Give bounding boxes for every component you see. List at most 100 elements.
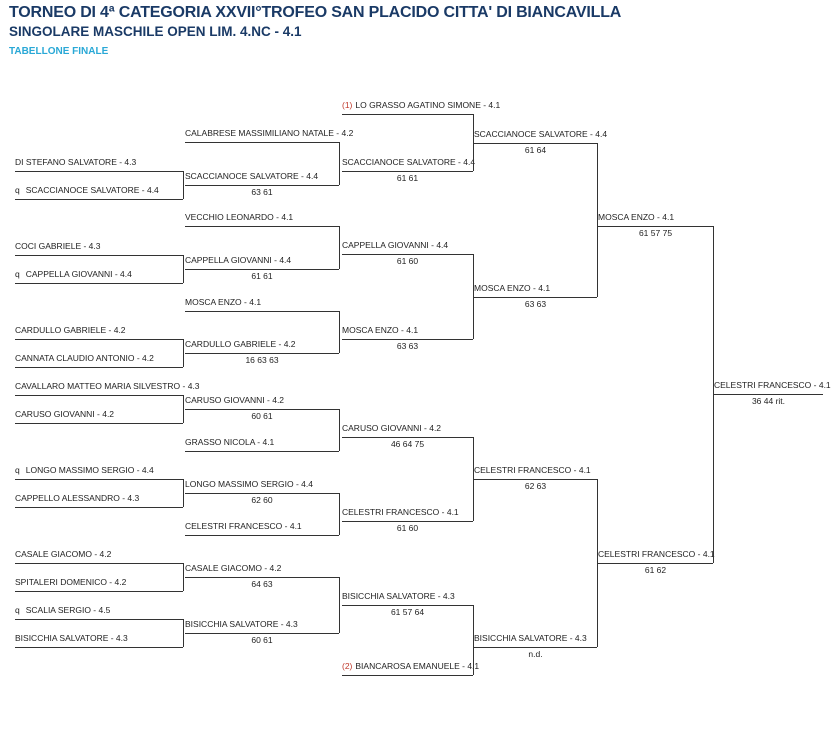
match-score: 61 62 [644,565,667,575]
bracket-connector [339,142,340,185]
bracket-slot: CAPPELLO ALESSANDRO - 4.3 [15,492,183,508]
bracket-slot: LONGO MASSIMO SERGIO - 4.4 [185,478,339,494]
bracket-connector [183,255,184,283]
qualifier-mark: q [15,269,20,279]
qualifier-mark: q [15,185,20,195]
bracket-slot: (2)BIANCAROSA EMANUELE - 4.1 [342,660,479,676]
section-label: TABELLONE FINALE [9,46,109,57]
bracket-connector [339,493,340,535]
player-name: GRASSO NICOLA - 4.1 [185,437,275,447]
seed-number: (2) [342,661,353,671]
player-name: SCACCIANOCE SALVATORE - 4.4 [342,157,476,167]
bracket-slot: SCACCIANOCE SALVATORE - 4.4 [474,128,607,144]
player-name: SCACCIANOCE SALVATORE - 4.4 [25,185,159,195]
bracket-connector [473,437,474,521]
page-title: TORNEO DI 4ª CATEGORIA XXVII°TROFEO SAN … [9,4,622,21]
bracket-slot: CALABRESE MASSIMILIANO NATALE - 4.2 [185,127,353,143]
bracket-slot: SCACCIANOCE SALVATORE - 4.4 [342,156,476,172]
bracket-slot: VECCHIO LEONARDO - 4.1 [185,211,339,227]
player-name: CARUSO GIOVANNI - 4.2 [185,395,285,405]
bracket-slot: CASALE GIACOMO - 4.2 [185,562,339,578]
player-name: SCACCIANOCE SALVATORE - 4.4 [474,129,608,139]
bracket-slot: CARUSO GIOVANNI - 4.2 [342,422,473,438]
player-name: CANNATA CLAUDIO ANTONIO - 4.2 [15,353,154,363]
bracket-slot: MOSCA ENZO - 4.1 [342,324,473,340]
bracket-connector [183,339,184,367]
match-score: 61 57 75 [638,228,673,238]
bracket-connector [473,605,474,675]
bracket-slot: GRASSO NICOLA - 4.1 [185,436,339,452]
player-name: CELESTRI FRANCESCO - 4.1 [474,465,591,475]
match-score: 61 64 [524,145,547,155]
player-name: MOSCA ENZO - 4.1 [474,283,551,293]
bracket-slot: CANNATA CLAUDIO ANTONIO - 4.2 [15,352,183,368]
player-name: CELESTRI FRANCESCO - 4.1 [185,521,302,531]
bracket-connector [339,409,340,451]
match-score: 63 63 [396,341,419,351]
match-score: n.d. [528,649,543,659]
qualifier-mark: q [15,465,20,475]
bracket-connector [339,577,340,633]
bracket-slot: q CAPPELLA GIOVANNI - 4.4 [15,268,183,284]
match-score: 61 61 [396,173,419,183]
bracket-slot: BISICCHIA SALVATORE - 4.3 [342,590,473,606]
player-name: CAPPELLO ALESSANDRO - 4.3 [15,493,140,503]
bracket-slot: q SCACCIANOCE SALVATORE - 4.4 [15,184,183,200]
match-score: 63 63 [524,299,547,309]
bracket-connector [183,171,184,199]
bracket-slot: BISICCHIA SALVATORE - 4.3 [185,618,339,634]
player-name: CARUSO GIOVANNI - 4.2 [15,409,115,419]
player-name: BISICCHIA SALVATORE - 4.3 [185,619,298,629]
match-score: 46 64 75 [390,439,425,449]
bracket-slot: CELESTRI FRANCESCO - 4.1 [598,548,715,564]
match-score: 36 44 rit. [751,396,786,406]
bracket-slot: BISICCHIA SALVATORE - 4.3 [474,632,597,648]
bracket-slot: CARUSO GIOVANNI - 4.2 [15,408,183,424]
player-name: SPITALERI DOMENICO - 4.2 [15,577,127,587]
player-name: CELESTRI FRANCESCO - 4.1 [342,507,459,517]
player-name: DI STEFANO SALVATORE - 4.3 [15,157,137,167]
bracket-connector [339,311,340,353]
bracket-slot: SPITALERI DOMENICO - 4.2 [15,576,183,592]
player-name: CAPPELLA GIOVANNI - 4.4 [25,269,132,279]
player-name: BIANCAROSA EMANUELE - 4.1 [355,661,480,671]
match-score: 16 63 63 [245,355,279,365]
bracket-connector [473,114,474,171]
player-name: MOSCA ENZO - 4.1 [342,325,419,335]
match-score: 60 61 [251,411,273,421]
bracket-connector [473,254,474,339]
player-name: CASALE GIACOMO - 4.2 [15,549,112,559]
bracket-slot: SCACCIANOCE SALVATORE - 4.4 [185,170,339,186]
player-name: COCI GABRIELE - 4.3 [15,241,101,251]
match-score: 62 63 [524,481,547,491]
bracket-connector [183,563,184,591]
page-subtitle: SINGOLARE MASCHILE OPEN LIM. 4.NC - 4.1 [9,24,302,39]
bracket-connector [183,395,184,423]
bracket-slot: (1)LO GRASSO AGATINO SIMONE - 4.1 [342,99,500,115]
seed-number: (1) [342,100,353,110]
match-score: 61 57 64 [390,607,425,617]
match-score: 63 61 [251,187,273,197]
player-name: CAPPELLA GIOVANNI - 4.4 [185,255,292,265]
match-score: 61 61 [251,271,273,281]
player-name: LO GRASSO AGATINO SIMONE - 4.1 [355,100,501,110]
player-name: BISICCHIA SALVATORE - 4.3 [474,633,587,643]
bracket-slot: CAPPELLA GIOVANNI - 4.4 [185,254,339,270]
bracket-connector [597,479,598,647]
match-score: 64 63 [251,579,273,589]
player-name: CASALE GIACOMO - 4.2 [185,563,282,573]
bracket-connector [339,226,340,269]
bracket-slot: MOSCA ENZO - 4.1 [185,296,339,312]
player-name: CAVALLARO MATTEO MARIA SILVESTRO - 4.3 [15,381,200,391]
bracket-slot: MOSCA ENZO - 4.1 [474,282,597,298]
bracket-slot: MOSCA ENZO - 4.1 [598,211,713,227]
bracket-slot: CELESTRI FRANCESCO - 4.1 [342,506,473,522]
match-score: 60 61 [251,635,273,645]
bracket-slot: DI STEFANO SALVATORE - 4.3 [15,156,183,172]
bracket-connector [597,143,598,297]
player-name: VECCHIO LEONARDO - 4.1 [185,212,294,222]
player-name: LONGO MASSIMO SERGIO - 4.4 [25,465,154,475]
player-name: BISICCHIA SALVATORE - 4.3 [15,633,128,643]
bracket-slot: CAVALLARO MATTEO MARIA SILVESTRO - 4.3 [15,380,200,396]
